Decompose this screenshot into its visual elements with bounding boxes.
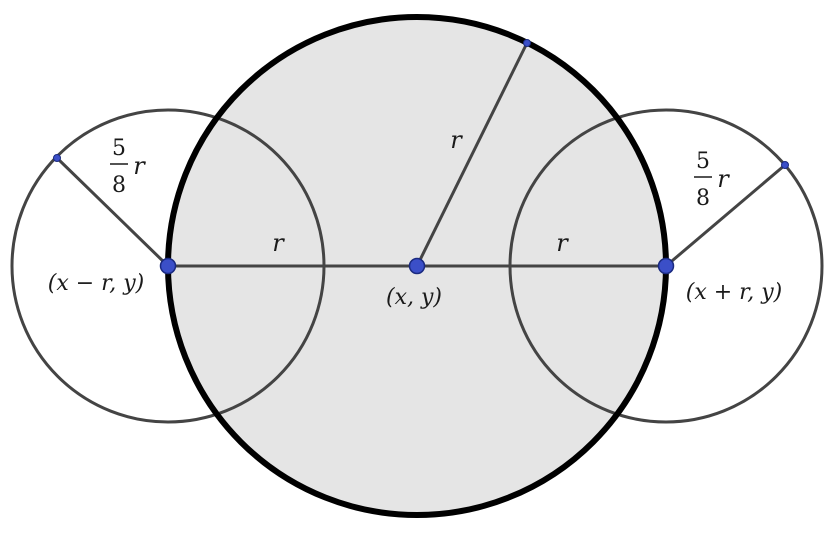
- main-radius-segment: [415, 42, 529, 267]
- left-fraction-symbol: r: [133, 152, 146, 180]
- center-point: [408, 257, 426, 275]
- right-fraction-symbol: r: [717, 165, 730, 193]
- left-fraction-label: 5 8 r: [110, 136, 146, 198]
- right-radius-segment: [665, 163, 786, 268]
- right-radius-endpoint: [781, 161, 789, 169]
- left-point-label: (x − r, y): [48, 271, 145, 296]
- left-point: [159, 257, 177, 275]
- main-radius-label: r: [450, 126, 463, 154]
- main-radius-endpoint: [523, 39, 531, 47]
- right-point: [657, 257, 675, 275]
- left-fraction-numerator: 5: [112, 136, 126, 161]
- left-radius-endpoint: [53, 154, 61, 162]
- right-point-label: (x + r, y): [686, 280, 783, 305]
- right-fraction-numerator: 5: [696, 149, 710, 174]
- right-fraction-label: 5 8 r: [694, 149, 730, 211]
- center-point-label: (x, y): [386, 285, 442, 310]
- left-fraction-denominator: 8: [112, 173, 126, 198]
- left-radius-segment: [55, 156, 170, 268]
- right-segment-label: r: [556, 229, 569, 257]
- left-segment-label: r: [272, 229, 285, 257]
- right-fraction-denominator: 8: [696, 186, 710, 211]
